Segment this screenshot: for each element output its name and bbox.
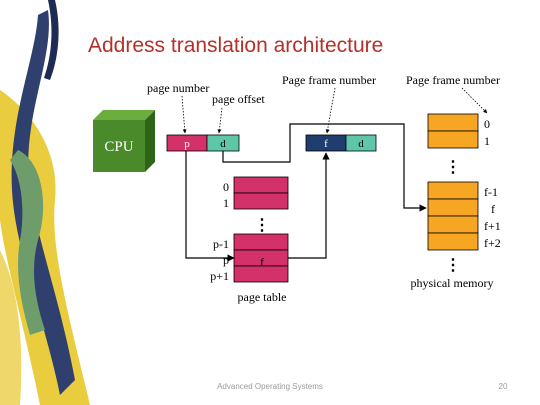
memory-frame-label: f-1 <box>484 185 498 199</box>
memory-frame-f <box>427 198 479 217</box>
memory-frame <box>427 113 479 132</box>
page-table-ellipsis: ⋮ <box>254 217 270 234</box>
memory-frame-label: 1 <box>484 134 490 148</box>
memory-frame-label: f+1 <box>484 219 501 233</box>
page-number-annotation: page number <box>147 81 209 95</box>
logical-address: p d <box>166 134 240 152</box>
cpu-side-face <box>145 110 155 172</box>
memory-frame-label: 0 <box>484 117 490 131</box>
page-offset-annotation: page offset <box>212 92 265 106</box>
slide-number: 20 <box>499 382 508 391</box>
page-table-entry <box>233 176 289 194</box>
slide-title: Address translation architecture <box>88 34 383 57</box>
physical-address: f d <box>305 134 377 152</box>
physical-offset-field <box>345 134 377 152</box>
physical-memory: 0 1 f-1 f f+1 f+2 ⋮ ⋮ physical memory <box>411 113 501 290</box>
page-table-index-label: 1 <box>223 196 229 210</box>
annotation-pointers <box>181 87 488 134</box>
page-table-entry <box>233 265 289 283</box>
memory-frame-label: f <box>491 202 495 216</box>
page-table-entry <box>233 233 289 251</box>
page-table-caption: page table <box>238 290 287 304</box>
memory-frame <box>427 181 479 200</box>
memory-frame <box>427 232 479 251</box>
page-table-index-label: p <box>223 253 229 267</box>
page-table-frame-value: f <box>260 255 264 269</box>
memory-ellipsis-bottom: ⋮ <box>445 257 461 274</box>
physical-memory-caption: physical memory <box>411 276 494 290</box>
page-table-index-label: p-1 <box>213 237 229 251</box>
memory-ellipsis-top: ⋮ <box>445 159 461 176</box>
footer-course-name: Advanced Operating Systems <box>217 382 323 391</box>
logical-offset-label: d <box>220 138 226 150</box>
translation-arrows <box>185 123 427 262</box>
logical-page-label: p <box>184 138 190 150</box>
physical-frame-label: f <box>324 138 328 150</box>
page-frame-number-annotation-1: Page frame number <box>282 73 376 87</box>
memory-frame-label: f+2 <box>484 236 501 250</box>
page-table-index-label: 0 <box>223 180 229 194</box>
page-table: f 0 1 p-1 p p+1 ⋮ page table <box>210 176 289 304</box>
cpu-block: CPU <box>93 110 155 172</box>
page-frame-number-annotation-2: Page frame number <box>406 73 500 87</box>
page-table-entry <box>233 192 289 210</box>
cpu-front-face <box>93 120 145 172</box>
cpu-top-face <box>93 110 155 120</box>
memory-frame <box>427 215 479 234</box>
memory-frame <box>427 130 479 149</box>
cpu-label: CPU <box>104 139 133 155</box>
decorative-brush-strokes <box>0 0 90 405</box>
physical-offset-label: d <box>358 138 364 150</box>
page-table-index-label: p+1 <box>210 269 229 283</box>
